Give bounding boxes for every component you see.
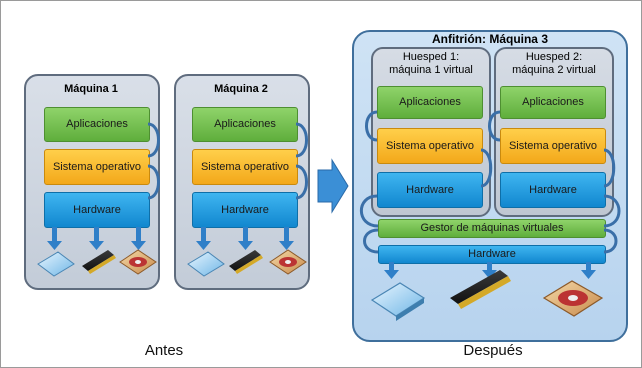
host-title: Anfitrión: Máquina 3 — [432, 32, 548, 46]
guest-1-os-block: Sistema operativo — [377, 128, 483, 164]
guest-1-title-line1: Huesped 1: — [402, 51, 460, 63]
ram-module-icon — [82, 250, 116, 274]
guest-2-title-line2: máquina 2 virtual — [512, 64, 596, 76]
guest-1-title: Huesped 1: máquina 1 virtual — [371, 51, 491, 77]
hard-disk-icon — [119, 249, 157, 275]
down-arrows-before — [47, 227, 294, 250]
cpu-chip-icon — [37, 251, 75, 277]
machine-1-os-block: Sistema operativo — [44, 149, 150, 185]
guest-2-apps-block: Aplicaciones — [500, 86, 606, 119]
hard-disk-icon — [542, 280, 604, 317]
guest-1-apps-block: Aplicaciones — [377, 86, 483, 119]
hard-disk-icon — [269, 249, 307, 275]
loop-arrows-before — [147, 122, 308, 200]
machine-2-title: Máquina 2 — [214, 83, 268, 95]
guest-2-title-line1: Huesped 2: — [525, 51, 583, 63]
machine-2-hardware-block: Hardware — [192, 192, 298, 228]
after-caption: Después — [463, 342, 523, 359]
cpu-chip-icon — [370, 282, 426, 321]
ram-module-icon — [229, 250, 263, 274]
guest-2-os-block: Sistema operativo — [500, 128, 606, 164]
guest-2-hardware-block: Hardware — [500, 172, 606, 208]
ram-module-icon — [450, 270, 511, 309]
loop-arrows-after — [360, 110, 621, 254]
vmm-block: Gestor de máquinas virtuales — [378, 219, 606, 238]
cpu-chip-icon — [187, 251, 225, 277]
machine-2-os-block: Sistema operativo — [192, 149, 298, 185]
guest-1-title-line2: máquina 1 virtual — [389, 64, 473, 76]
guest-1-hardware-block: Hardware — [377, 172, 483, 208]
guest-2-title: Huesped 2: máquina 2 virtual — [494, 51, 614, 77]
before-caption: Antes — [144, 342, 184, 359]
machine-1-title: Máquina 1 — [64, 83, 118, 95]
down-arrows-after — [384, 262, 596, 279]
right-arrow-icon — [317, 158, 349, 214]
